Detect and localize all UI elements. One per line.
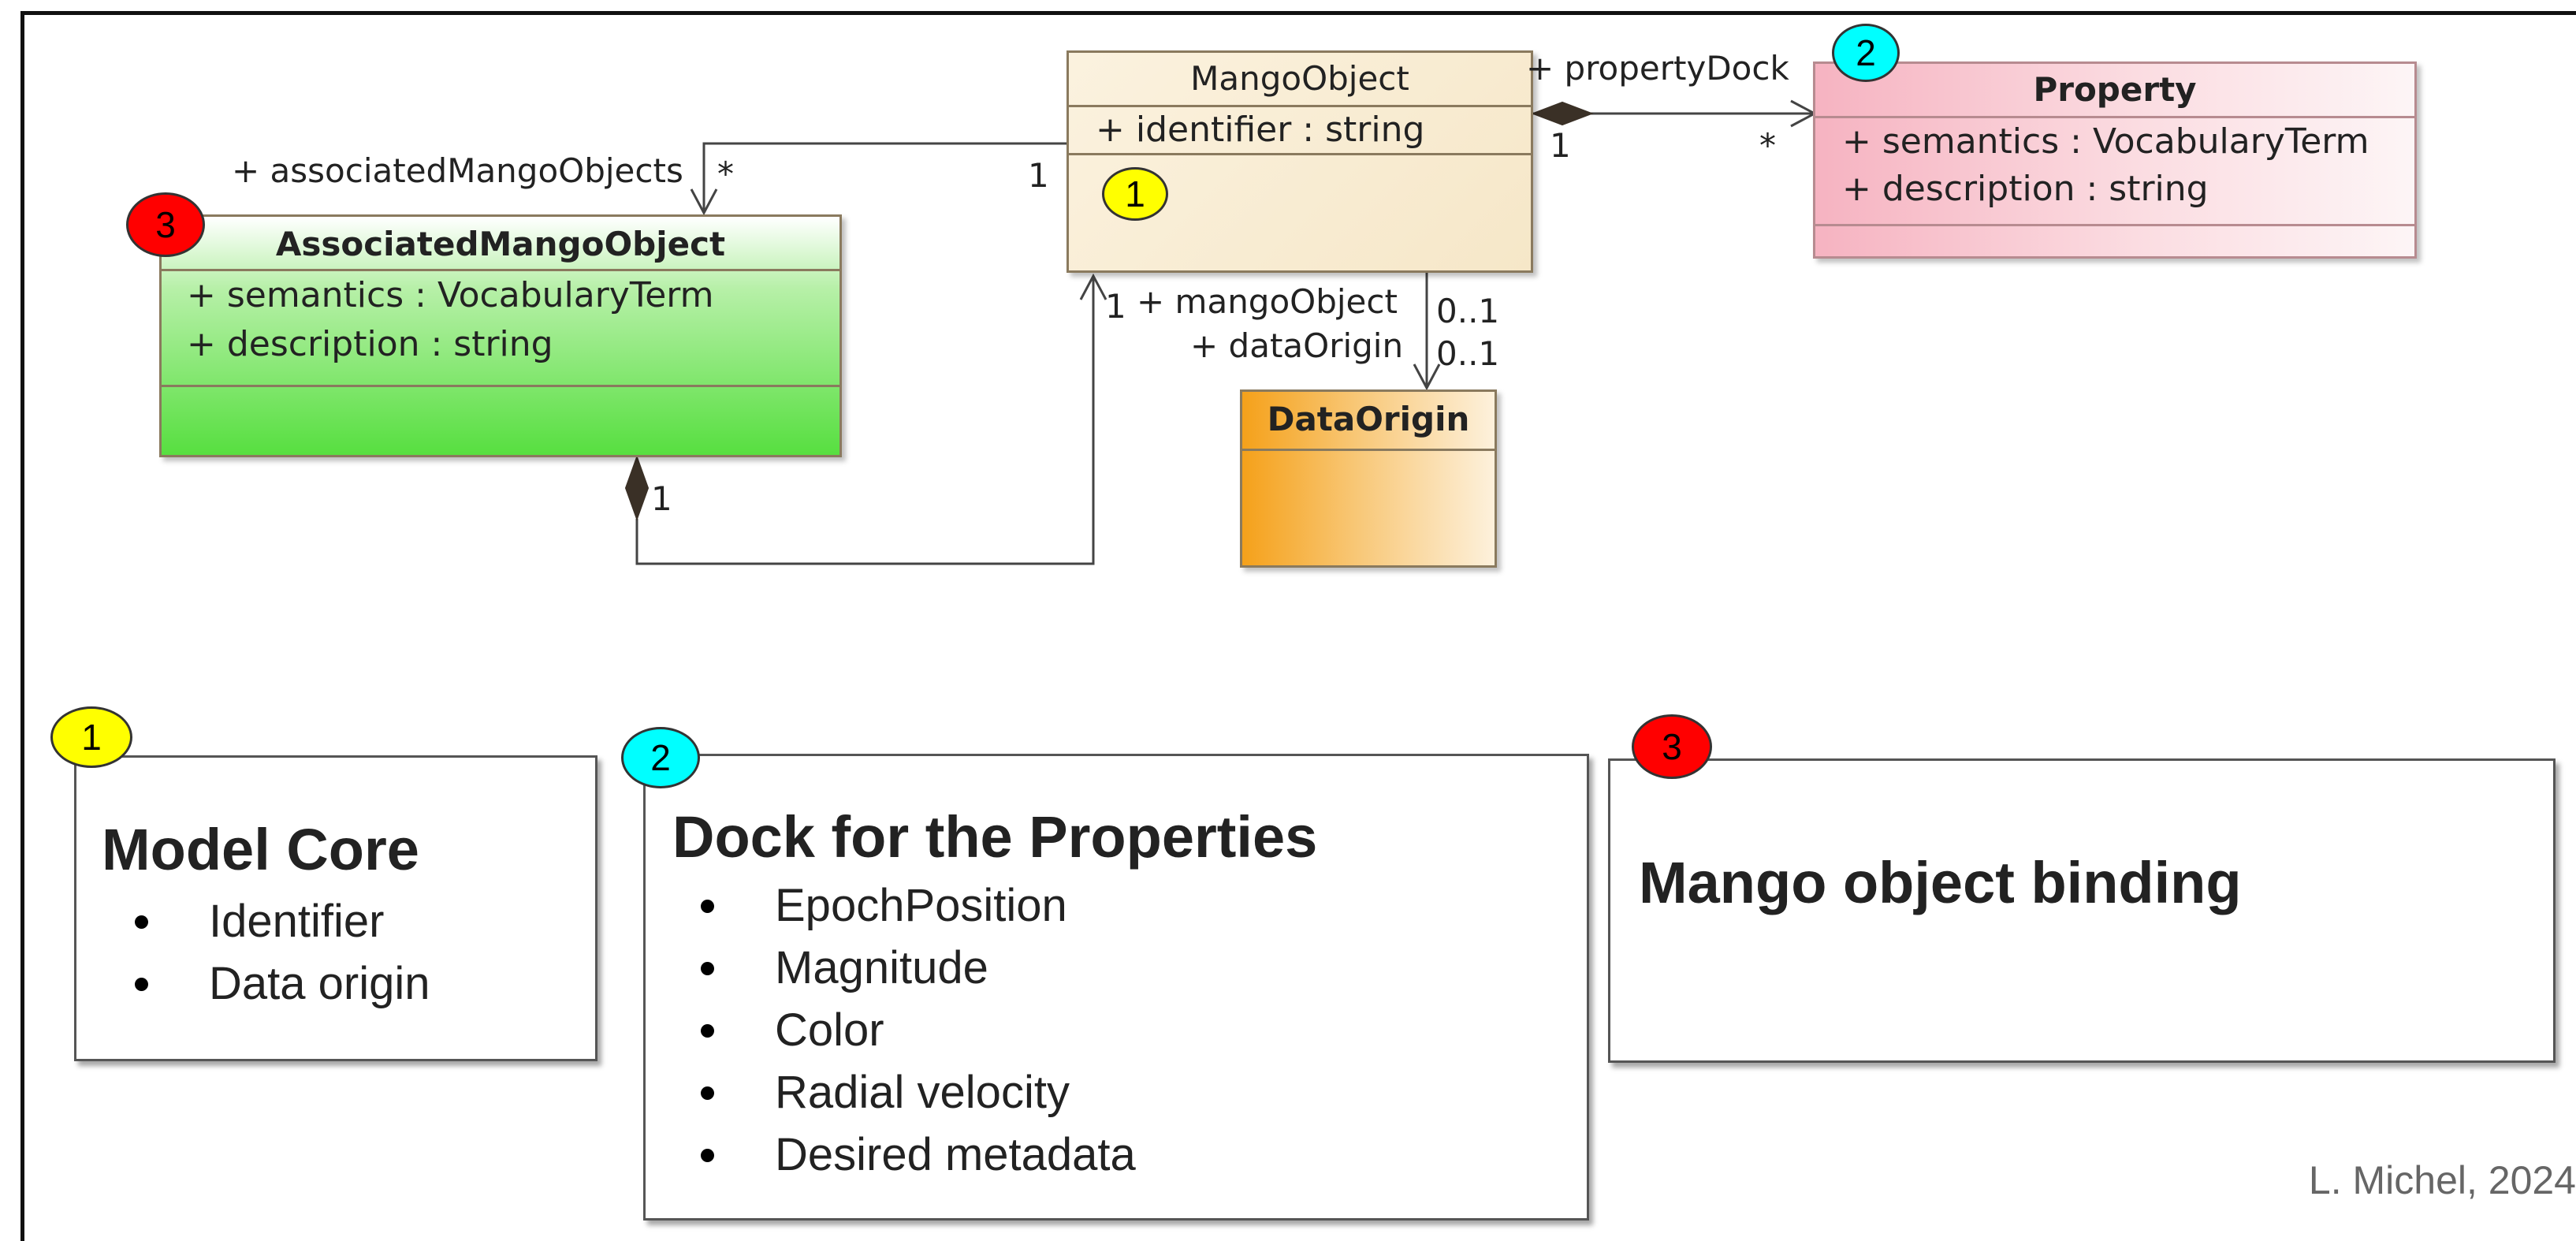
divider (1815, 116, 2414, 118)
mango-object-mult: 0..1 (1436, 292, 1500, 330)
attribute: + semantics : VocabularyTerm (187, 275, 714, 315)
badge-three-note: 3 (1632, 714, 1712, 779)
divider (1069, 105, 1531, 107)
note-list: EpochPosition Magnitude Color Radial vel… (679, 874, 1136, 1186)
list-item: EpochPosition (679, 874, 1136, 937)
divider (162, 385, 839, 387)
mango-object-class: MangoObject + identifier : string (1067, 50, 1533, 273)
class-name: MangoObject (1190, 59, 1409, 98)
data-origin-mult: 0..1 (1436, 334, 1500, 373)
badge-two-note: 2 (621, 727, 700, 788)
note-binding: Mango object binding (1608, 758, 2556, 1063)
associated-target-mult: * (717, 155, 734, 193)
class-name: AssociatedMangoObject (275, 225, 726, 263)
slide-frame (20, 11, 2576, 1241)
assoc-connector (702, 142, 1067, 213)
attribute: + description : string (187, 324, 553, 364)
back-target-mult: 1 (1105, 287, 1126, 326)
composition-diamond-icon (1531, 101, 1594, 126)
attribute: + semantics : VocabularyTerm (1842, 121, 2369, 162)
data-origin-role: + dataOrigin (1190, 326, 1404, 365)
author-credit: L. Michel, 2024 (2308, 1158, 2576, 1202)
list-item: Identifier (113, 890, 430, 952)
back-connector (635, 276, 1095, 565)
badge-three-diagram: 3 (126, 192, 205, 257)
back-composition-diamond-icon (624, 455, 650, 521)
data-origin-arrowhead (1413, 363, 1441, 391)
note-title: Dock for the Properties (672, 804, 1318, 870)
associated-mango-object-class: AssociatedMangoObject + semantics : Voca… (159, 214, 842, 457)
list-item: Radial velocity (679, 1061, 1136, 1124)
badge-one-note: 1 (50, 706, 132, 768)
mango-object-role: + mangoObject (1137, 282, 1398, 321)
list-item: Desired metadata (679, 1124, 1136, 1186)
note-model-core: Model Core Identifier Data origin (74, 755, 597, 1061)
property-class: Property + semantics : VocabularyTerm + … (1813, 61, 2417, 259)
assoc-arrowhead (690, 188, 718, 216)
note-title: Mango object binding (1639, 850, 2242, 915)
property-dock-target-mult: * (1759, 126, 1776, 165)
divider (1069, 153, 1531, 155)
back-arrowhead (1079, 273, 1107, 300)
property-dock-source-mult: 1 (1550, 126, 1571, 165)
note-list: Identifier Data origin (113, 890, 430, 1015)
attribute: + description : string (1842, 169, 2209, 209)
list-item: Color (679, 999, 1136, 1061)
class-name: DataOrigin (1267, 400, 1470, 438)
badge-one-diagram: 1 (1102, 167, 1168, 221)
divider (1815, 224, 2414, 226)
back-source-mult: 1 (651, 479, 672, 518)
divider (1242, 449, 1495, 451)
class-name: Property (2033, 70, 2197, 109)
data-origin-class: DataOrigin (1240, 389, 1497, 568)
attribute: + identifier : string (1096, 110, 1425, 150)
note-title: Model Core (102, 817, 419, 882)
note-dock: Dock for the Properties EpochPosition Ma… (643, 754, 1589, 1221)
list-item: Data origin (113, 952, 430, 1015)
property-dock-role: + propertyDock (1526, 49, 1789, 88)
badge-two-diagram: 2 (1832, 24, 1900, 82)
divider (162, 269, 839, 271)
associated-role: + associatedMangoObjects (232, 151, 683, 190)
associated-source-mult: 1 (1028, 156, 1049, 195)
list-item: Magnitude (679, 937, 1136, 999)
